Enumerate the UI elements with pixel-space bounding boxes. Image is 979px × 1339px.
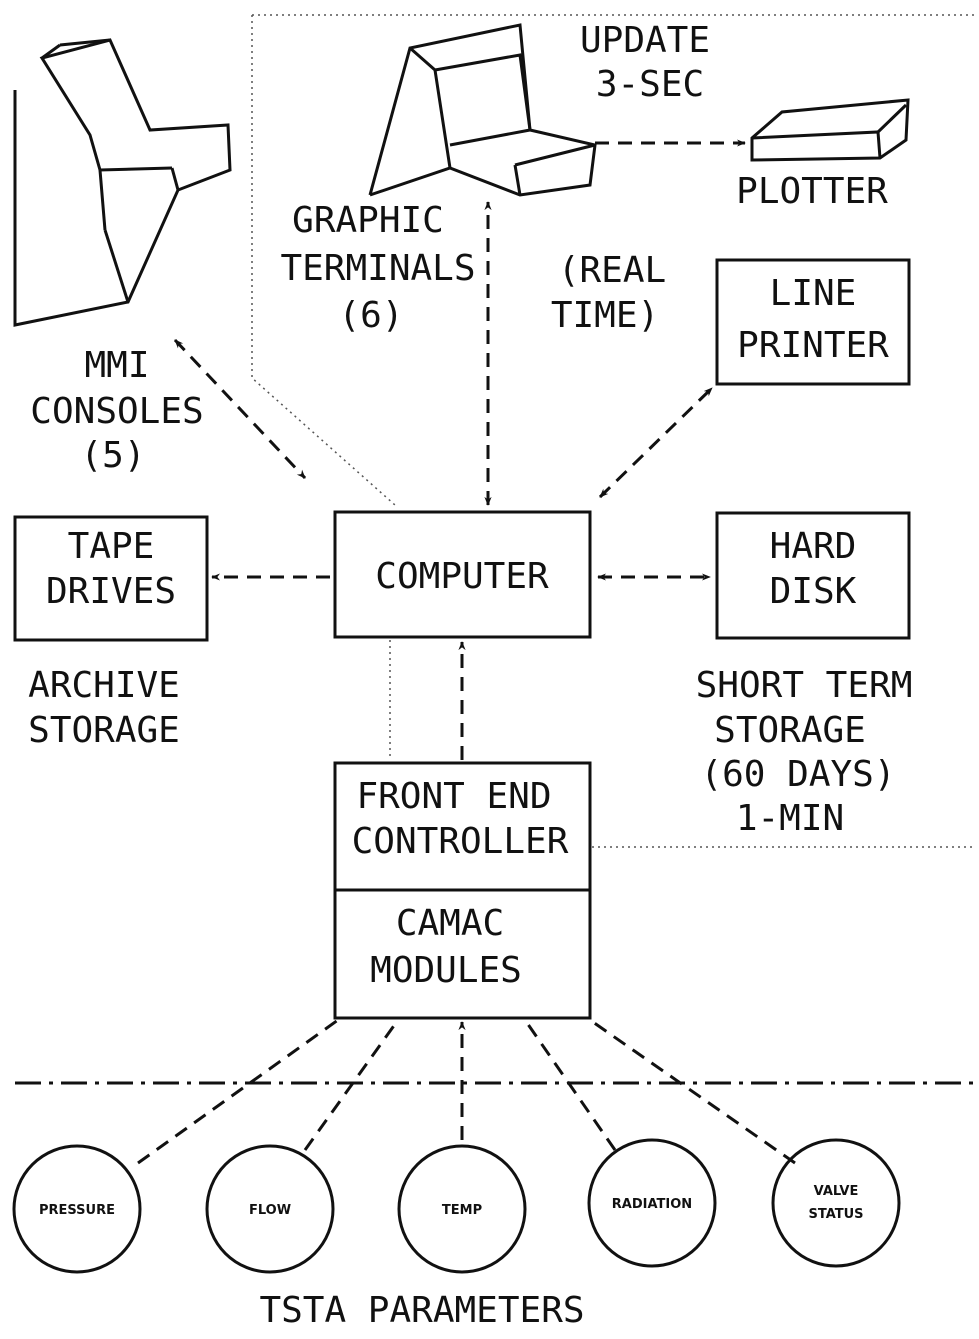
archive-storage-label-2: STORAGE — [28, 710, 180, 751]
front-end-label-1: FRONT END — [356, 776, 551, 817]
computer-label: COMPUTER — [375, 556, 549, 597]
valve-label-2: STATUS — [808, 1207, 863, 1222]
plotter-label: PLOTTER — [736, 171, 888, 212]
camac-modules-box — [333, 888, 592, 1020]
flow-label: FLOW — [249, 1203, 291, 1218]
valve-status-sensor — [771, 1138, 901, 1268]
tape-drives-box — [13, 515, 209, 642]
graphic-terminals-label-2: TERMINALS — [280, 248, 475, 289]
short-term-storage-label-1: SHORT TERM — [696, 665, 913, 706]
mmi-consoles-label-2: CONSOLES — [30, 391, 203, 432]
connectors — [137, 139, 796, 1165]
update-label: UPDATE — [580, 20, 710, 61]
real-time-label-2: TIME) — [551, 295, 659, 336]
mmi-consoles-count: (5) — [80, 435, 145, 476]
update-interval-label: 3-SEC — [596, 64, 704, 105]
camac-label-1: CAMAC — [396, 903, 504, 944]
line-printer-box — [715, 258, 911, 386]
short-term-storage-label-2: STORAGE — [714, 710, 866, 751]
mmi-console-drawing — [13, 38, 232, 327]
graphic-terminals-label-1: GRAPHIC — [292, 200, 444, 241]
tape-drives-label-2: DRIVES — [46, 571, 176, 612]
short-term-storage-interval: 1-MIN — [736, 798, 844, 839]
mmi-consoles-label-1: MMI — [84, 345, 149, 386]
plotter-drawing — [750, 98, 910, 162]
temp-sensor — [397, 1144, 527, 1274]
graphic-terminal-drawing — [368, 23, 597, 197]
line-printer-label-1: LINE — [770, 273, 857, 314]
line-printer-label-2: PRINTER — [737, 325, 889, 366]
short-term-storage-duration: (60 DAYS) — [700, 754, 895, 795]
diagram-footer: TSTA PARAMETERS — [259, 1290, 584, 1331]
pressure-label: PRESSURE — [39, 1203, 115, 1218]
radiation-sensor — [587, 1138, 717, 1268]
real-time-label-1: (REAL — [558, 250, 666, 291]
camac-label-2: MODULES — [370, 950, 522, 991]
computer-box — [333, 510, 592, 639]
tape-drives-label-1: TAPE — [68, 526, 155, 567]
archive-storage-label-1: ARCHIVE — [28, 665, 180, 706]
hard-disk-label-2: DISK — [770, 571, 857, 612]
temp-label: TEMP — [442, 1203, 482, 1218]
radiation-label: RADIATION — [612, 1197, 692, 1212]
dotted-boundary — [251, 14, 975, 848]
hard-disk-label-1: HARD — [770, 526, 857, 567]
valve-label-1: VALVE — [814, 1184, 859, 1199]
front-end-label-2: CONTROLLER — [352, 821, 569, 862]
graphic-terminals-count: (6) — [338, 295, 403, 336]
hard-disk-box — [715, 511, 911, 640]
flow-sensor — [205, 1144, 335, 1274]
pressure-sensor — [12, 1144, 142, 1274]
